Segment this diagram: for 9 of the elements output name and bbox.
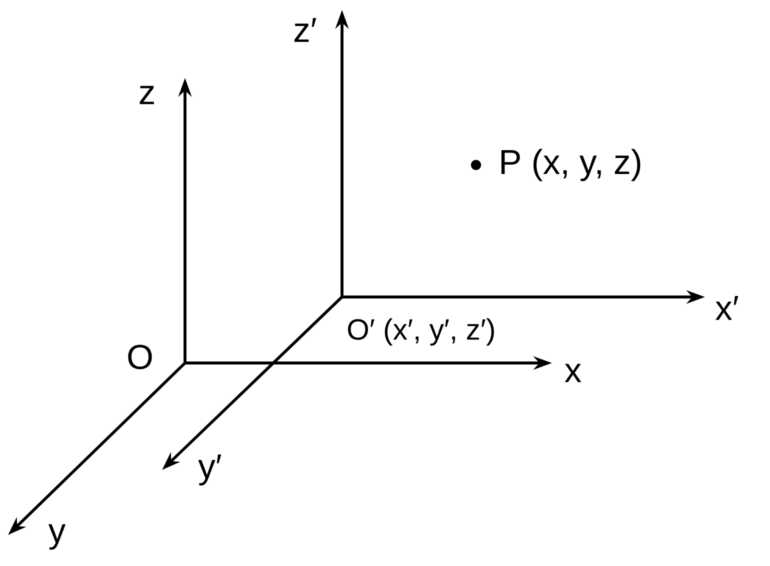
axis-label: O [128, 344, 152, 370]
axis-label: z [140, 86, 154, 104]
axis-label: y [48, 524, 66, 550]
point-label: O′ (x′, y′, z′) [348, 318, 494, 346]
axis-label: x′ [715, 296, 738, 320]
axis-label: x [564, 364, 582, 382]
point-label: P (x, y, z) [501, 148, 640, 182]
axis-label: z′ [294, 18, 316, 42]
axis-label: y′ [198, 454, 222, 486]
